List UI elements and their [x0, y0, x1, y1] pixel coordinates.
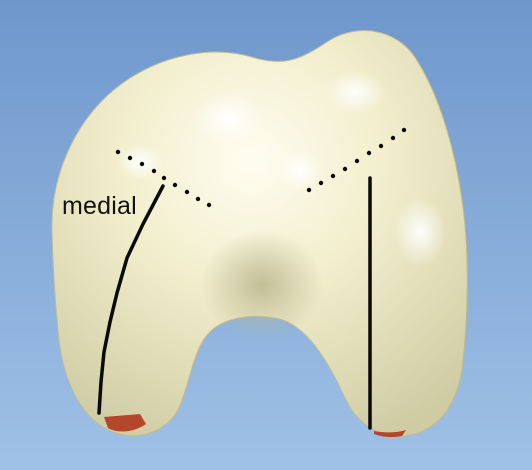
medial-label: medial — [62, 194, 137, 219]
highlight — [394, 198, 446, 266]
highlight — [192, 92, 264, 144]
highlight — [116, 144, 164, 180]
highlight — [278, 150, 322, 190]
highlight — [325, 70, 385, 114]
intercondylar-shadow — [200, 230, 324, 340]
